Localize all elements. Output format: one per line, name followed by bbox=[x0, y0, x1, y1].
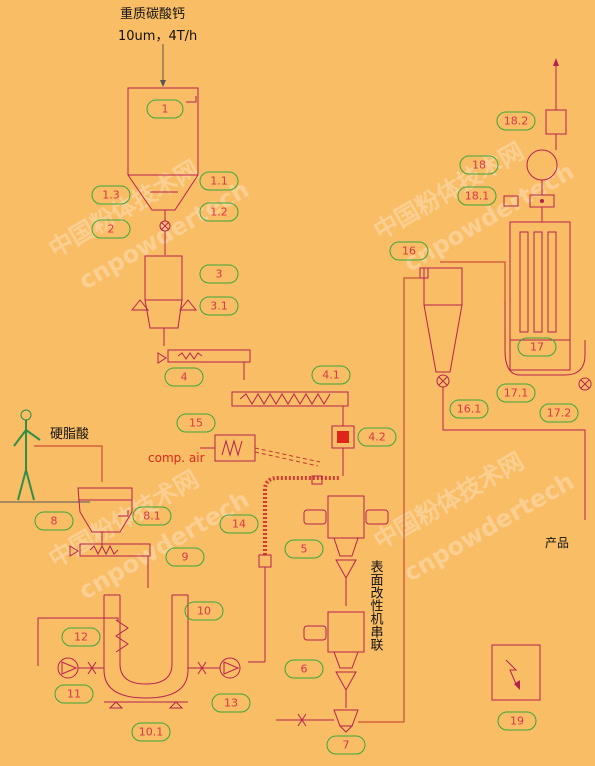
svg-text:1: 1 bbox=[162, 103, 169, 116]
svg-text:18.2: 18.2 bbox=[504, 115, 529, 128]
tag-1-2: 1.2 bbox=[199, 202, 239, 222]
tank-8 bbox=[77, 487, 133, 546]
tag-11: 11 bbox=[54, 684, 94, 704]
tag-15: 15 bbox=[176, 413, 216, 433]
svg-text:4.1: 4.1 bbox=[322, 369, 340, 382]
svg-text:18.1: 18.1 bbox=[465, 190, 490, 203]
reactor-10 bbox=[37, 594, 189, 709]
comp-air-label: comp. air bbox=[148, 451, 205, 465]
tag-8: 8 bbox=[34, 511, 74, 531]
svg-text:8.1: 8.1 bbox=[143, 510, 161, 523]
fan-18 bbox=[503, 58, 567, 222]
tag-1-3: 1.3 bbox=[91, 185, 131, 205]
silo-1 bbox=[127, 87, 199, 255]
svg-text:4.2: 4.2 bbox=[368, 431, 386, 444]
svg-text:9: 9 bbox=[182, 551, 189, 564]
svg-text:1.1: 1.1 bbox=[210, 175, 228, 188]
product-label: 产品 bbox=[545, 536, 569, 550]
tag-7: 7 bbox=[326, 735, 366, 755]
pipe-14-base bbox=[258, 554, 272, 568]
tag-17: 17 bbox=[517, 337, 557, 357]
tag-10-1: 10.1 bbox=[131, 722, 171, 742]
svg-text:1.3: 1.3 bbox=[102, 189, 120, 202]
svg-text:17: 17 bbox=[530, 341, 544, 354]
material-title: 重质碳酸钙 bbox=[120, 6, 185, 22]
tag-8-1: 8.1 bbox=[132, 506, 172, 526]
svg-text:11: 11 bbox=[67, 688, 81, 701]
tag-14: 14 bbox=[219, 514, 259, 534]
tag-1: 1 bbox=[146, 99, 184, 119]
svg-text:15: 15 bbox=[189, 417, 203, 430]
pump-13 bbox=[188, 657, 241, 679]
tag-16: 16 bbox=[389, 241, 429, 261]
series-note: 表面改性机串联 bbox=[368, 560, 384, 652]
svg-text:19: 19 bbox=[510, 715, 524, 728]
tag-18-2: 18.2 bbox=[496, 111, 536, 131]
worker-icon bbox=[0, 409, 90, 503]
svg-text:8: 8 bbox=[51, 515, 58, 528]
tag-2: 2 bbox=[91, 219, 131, 239]
screw-feeder-4 bbox=[157, 349, 251, 380]
cyclone-16 bbox=[419, 267, 586, 520]
heater-15 bbox=[200, 434, 256, 462]
tag-3-1: 3.1 bbox=[199, 296, 239, 316]
tag-18-1: 18.1 bbox=[457, 186, 497, 206]
modifier-5 bbox=[303, 495, 389, 606]
tag-12: 12 bbox=[61, 627, 101, 647]
tag-17-1: 17.1 bbox=[496, 383, 536, 403]
tag-10: 10 bbox=[184, 601, 224, 621]
svg-text:6: 6 bbox=[301, 663, 308, 676]
svg-text:10: 10 bbox=[197, 605, 211, 618]
tag-6: 6 bbox=[284, 659, 324, 679]
svg-text:16.1: 16.1 bbox=[457, 403, 482, 416]
tag-4-2: 4.2 bbox=[357, 427, 397, 447]
svg-text:2: 2 bbox=[108, 223, 115, 236]
tag-4-1: 4.1 bbox=[311, 365, 351, 385]
conveyor-4-1 bbox=[231, 391, 349, 426]
baghouse-17 bbox=[504, 221, 592, 391]
pump-9 bbox=[69, 543, 151, 588]
tag-9: 9 bbox=[165, 547, 205, 567]
watermark: 中国粉体技术网 cnpowdertech 中国粉体技术网 cnpowdertec… bbox=[44, 137, 579, 605]
modifier-6 bbox=[303, 611, 365, 708]
svg-text:3.1: 3.1 bbox=[210, 300, 228, 313]
svg-text:17.2: 17.2 bbox=[547, 407, 572, 420]
svg-text:13: 13 bbox=[224, 697, 238, 710]
tag-13: 13 bbox=[211, 693, 251, 713]
tag-18: 18 bbox=[459, 155, 499, 175]
svg-text:12: 12 bbox=[74, 631, 88, 644]
tag-5: 5 bbox=[284, 539, 324, 559]
svg-text:10.1: 10.1 bbox=[139, 726, 164, 739]
svg-text:3: 3 bbox=[216, 268, 223, 281]
tag-4: 4 bbox=[164, 367, 204, 387]
svg-text:18: 18 bbox=[472, 159, 486, 172]
svg-text:1.2: 1.2 bbox=[210, 206, 228, 219]
svg-text:16: 16 bbox=[402, 245, 416, 258]
valve-7 bbox=[276, 709, 404, 733]
pipe-14 bbox=[263, 476, 340, 555]
pump-11 bbox=[57, 657, 104, 679]
feed-arrow-head bbox=[160, 80, 166, 87]
tag-1-1: 1.1 bbox=[199, 171, 239, 191]
hopper-3 bbox=[130, 255, 198, 346]
tag-3: 3 bbox=[199, 264, 239, 284]
svg-text:4: 4 bbox=[181, 371, 188, 384]
svg-text:7: 7 bbox=[343, 739, 350, 752]
tag-19: 19 bbox=[497, 711, 537, 731]
svg-text:14: 14 bbox=[232, 518, 246, 531]
svg-text:5: 5 bbox=[301, 543, 308, 556]
legend-box-19 bbox=[491, 644, 541, 701]
tag-16-1: 16.1 bbox=[449, 399, 489, 419]
tag-17-2: 17.2 bbox=[539, 403, 579, 423]
feeder-4-2 bbox=[331, 425, 355, 476]
svg-text:17.1: 17.1 bbox=[504, 387, 529, 400]
material-spec: 10um，4T/h bbox=[118, 29, 197, 44]
stearic-acid-label: 硬脂酸 bbox=[50, 427, 89, 442]
